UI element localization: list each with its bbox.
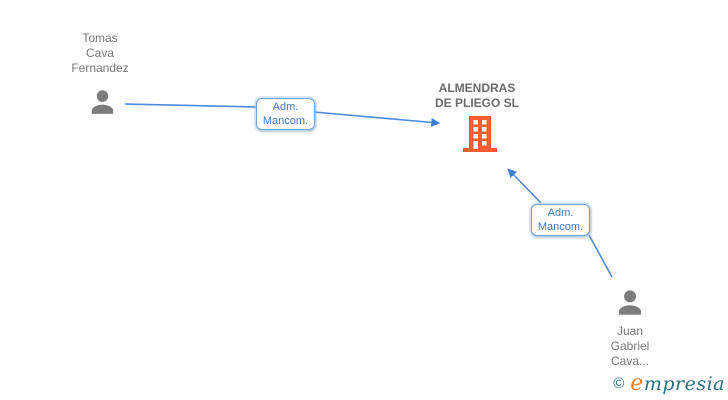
person-icon	[86, 85, 119, 123]
empresia-logo[interactable]: © empresia	[613, 371, 725, 396]
brand-rest: mpresia	[643, 373, 725, 395]
person-icon	[613, 285, 647, 324]
edge-label-to-company-arrow	[313, 111, 441, 127]
brand-first-letter: e	[630, 371, 644, 396]
company-name: ALMENDRAS DE PLIEGO SL	[434, 81, 519, 110]
copyright-icon: ©	[613, 375, 625, 392]
edge-label2-to-company-arrow	[507, 168, 542, 204]
edge-person1-to-label	[124, 103, 257, 108]
brand-wordmark: empresia	[630, 371, 725, 396]
edge-label-adm-mancom-1: Adm. Mancom.	[256, 98, 315, 130]
edge-person2-to-label2	[588, 234, 613, 278]
edge-label-adm-mancom-2: Adm. Mancom.	[531, 204, 590, 236]
person-name: Tomas Cava Fernandez	[71, 31, 129, 75]
building-icon	[463, 116, 497, 157]
person-name: Juan Gabriel Cava...	[610, 324, 650, 368]
